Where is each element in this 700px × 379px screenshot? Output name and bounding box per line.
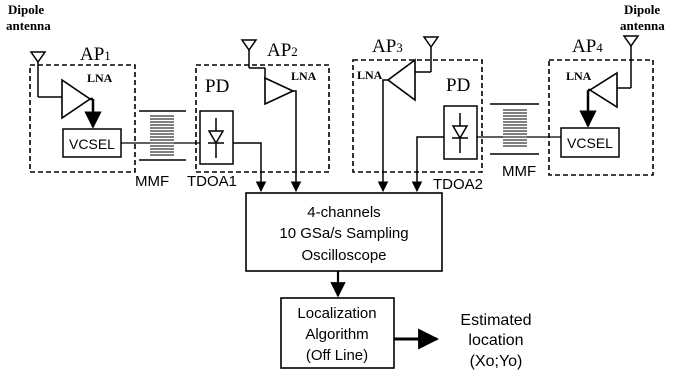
lna-label-ap3: LNA [357,68,383,82]
photodiode-icon-right [451,113,469,153]
signal-line-pd-right [411,136,444,193]
lna-amplifier-ap2 [264,76,295,106]
lna-amplifier-ap1 [61,78,92,120]
vcsel-box-right [560,127,620,158]
lna-label-ap2: LNA [291,69,317,83]
signal-line-pd-left [233,142,267,193]
dipole-sublabel-left: antenna [6,18,51,33]
dipole-label-left: Dipole [8,2,44,17]
ap4-label: AP4 [572,36,603,57]
fiber-spool-left [139,110,186,161]
ap1-label: AP1 [80,44,111,65]
dipole-sublabel-right: antenna [620,18,665,33]
localization-label-line1: Localization [297,305,376,322]
oscilloscope-label-line1: 4-channels [307,204,380,221]
photodiode-icon-left [207,118,225,158]
estimated-location-line3: (Xo;Yo) [470,353,523,370]
oscilloscope-label-line2: 10 GSa/s Sampling [279,225,408,242]
vcsel-label-right: VCSEL [567,135,613,151]
lna-amplifier-ap3 [386,58,416,102]
signal-line-lna2 [290,90,302,193]
lna-label-ap1: LNA [87,71,113,85]
tdoa2-label: TDOA2 [433,176,483,193]
dipole-label-right: Dipole [624,2,660,17]
mmf-label-right: MMF [502,163,536,180]
antenna-icon-ap2 [240,39,266,80]
vcsel-label-left: VCSEL [69,136,115,152]
lna-label-ap4: LNA [566,69,592,83]
estimated-location-line2: location [468,332,523,349]
vcsel-box-left [62,128,122,158]
oscilloscope-label-line3: Oscilloscope [301,247,386,264]
ap2-box [195,64,330,173]
localization-label-line3: (Off Line) [306,347,368,364]
ap1-box [29,64,136,173]
antenna-icon-ap1 [29,51,62,98]
mmf-label-left: MMF [135,173,169,190]
oscilloscope-box [245,192,443,272]
pd-label-right: PD [446,75,470,96]
signal-line-lna3 [377,79,389,193]
lna-amplifier-ap4 [588,71,618,109]
ap2-label: AP2 [267,40,298,61]
antenna-icon-ap3 [415,36,440,73]
ap3-label: AP3 [372,36,403,57]
pd-label-left: PD [205,76,229,97]
localization-algorithm-box [280,297,395,369]
localization-label-line2: Algorithm [305,326,368,343]
fiber-spool-right [490,103,539,155]
antenna-icon-ap4 [617,35,640,89]
estimated-location-line1: Estimated [460,312,531,329]
tdoa1-label: TDOA1 [187,173,237,190]
ap4-box [548,59,654,176]
